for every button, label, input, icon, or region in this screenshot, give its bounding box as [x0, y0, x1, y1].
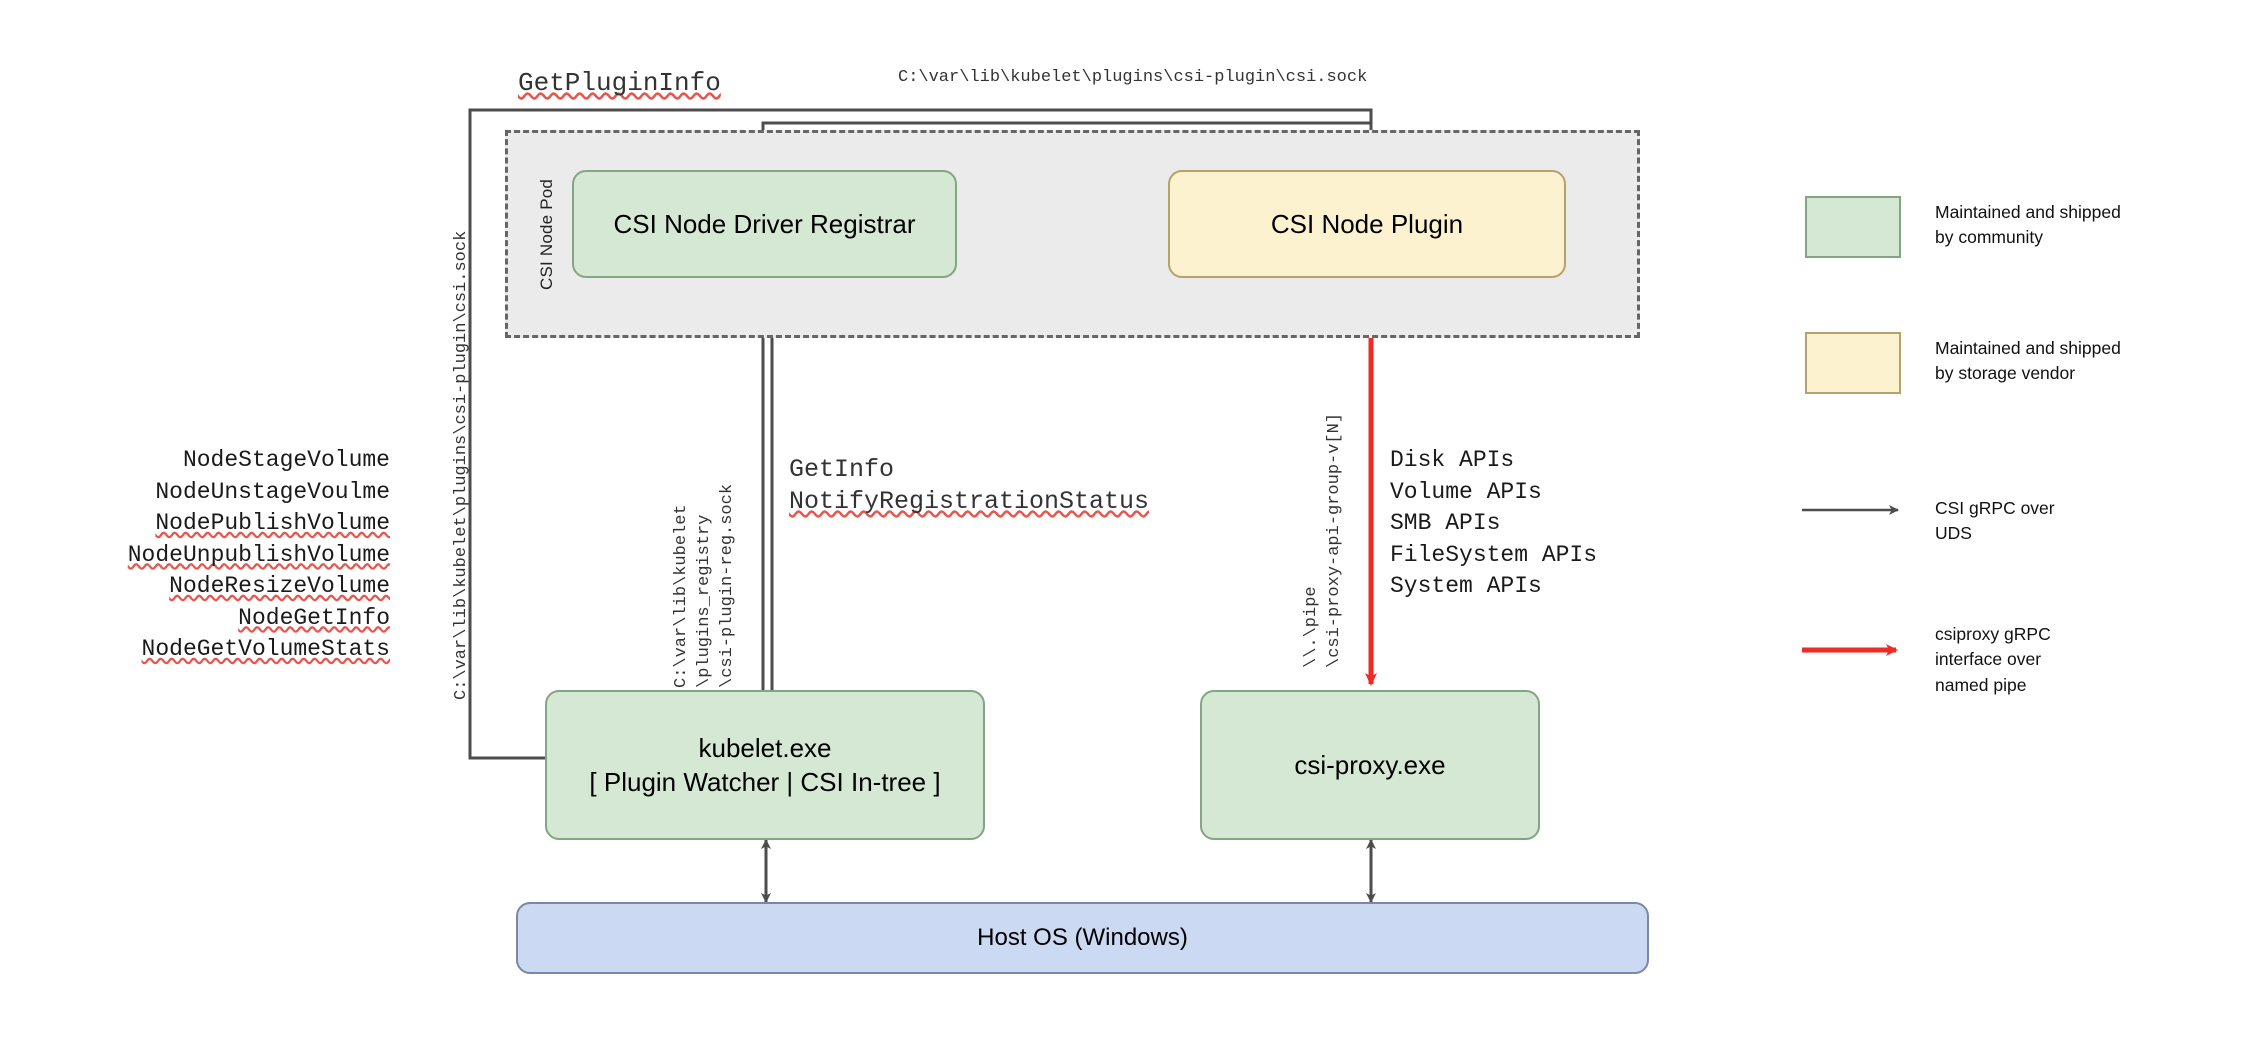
api-call-item: NodeUnpublishVolume [127, 541, 390, 568]
label-getplugininfo: GetPluginInfo [518, 68, 721, 98]
node-label-primary: kubelet.exe [698, 732, 832, 763]
csiproxy-api-item: System APIs [1390, 573, 1542, 599]
node-label-secondary: [ Plugin Watcher | CSI In-tree ] [589, 767, 941, 797]
node-csi-node-plugin[interactable]: CSI Node Plugin [1168, 170, 1566, 278]
node-host-os[interactable]: Host OS (Windows) [516, 902, 1649, 974]
csiproxy-api-list: Disk APIs Volume APIs SMB APIs FileSyste… [1390, 445, 1690, 603]
node-label: csi-proxy.exe [1294, 749, 1446, 780]
label-getinfo: GetInfo [789, 455, 895, 484]
api-call-item: NodePublishVolume [155, 510, 390, 536]
csi-node-pod-label: CSI Node Pod [537, 178, 556, 290]
api-call-item: NodeResizeVolume [169, 573, 390, 599]
legend-label-csi-grpc-uds: CSI gRPC over UDS [1935, 498, 2055, 544]
node-csi-proxy-exe[interactable]: csi-proxy.exe [1200, 690, 1540, 840]
api-call-item: NodeGetVolumeStats [141, 636, 390, 662]
label-csi-sock-path-vertical: C:\var\lib\kubelet\plugins\csi-plugin\cs… [452, 230, 471, 700]
legend-label-community: Maintained and shipped by community [1935, 202, 2121, 248]
csiproxy-api-item: FileSystem APIs [1390, 541, 1598, 568]
label-registry-path-line2: \plugins_registry [695, 514, 714, 688]
label-notifyregistrationstatus: NotifyRegistrationStatus [789, 487, 1150, 516]
api-call-item: NodeUnstageVoulme [155, 478, 390, 505]
csiproxy-api-item: Disk APIs [1390, 447, 1515, 473]
node-label: CSI Node Plugin [1270, 208, 1464, 239]
label-registry-path-line3: \csi-plugin-reg.sock [718, 483, 737, 688]
label-registry-path-line1: C:\var\lib\kubelet [672, 504, 691, 688]
legend-arrow-grey-icon [1802, 505, 1899, 515]
legend-label-storage-vendor: Maintained and shipped by storage vendor [1935, 338, 2121, 384]
csiproxy-api-item: SMB APIs [1390, 510, 1501, 536]
legend-swatch-community [1805, 196, 1901, 258]
label-pipe-line2: \csi-proxy-api-group-v[N] [1325, 412, 1344, 668]
legend-label-csiproxy-grpc-pipe: csiproxy gRPC interface over named pipe [1935, 624, 2051, 695]
api-call-item: NodeGetInfo [238, 604, 390, 631]
node-csi-node-driver-registrar[interactable]: CSI Node Driver Registrar [572, 170, 957, 278]
node-label: CSI Node Driver Registrar [613, 208, 916, 239]
node-label: Host OS (Windows) [977, 924, 1188, 952]
node-kubelet-exe[interactable]: kubelet.exe [ Plugin Watcher | CSI In-tr… [545, 690, 985, 840]
legend-swatch-storage-vendor [1805, 332, 1901, 394]
label-pipe-line1: \\.\pipe [1302, 586, 1321, 668]
label-csi-sock-path-top: C:\var\lib\kubelet\plugins\csi-plugin\cs… [898, 68, 1368, 87]
api-call-item: NodeStageVolume [182, 447, 390, 473]
legend-arrow-red-icon [1802, 644, 1898, 656]
csiproxy-api-item: Volume APIs [1390, 478, 1542, 505]
node-api-call-list: NodeStageVolume NodeUnstageVoulme NodePu… [60, 445, 390, 666]
